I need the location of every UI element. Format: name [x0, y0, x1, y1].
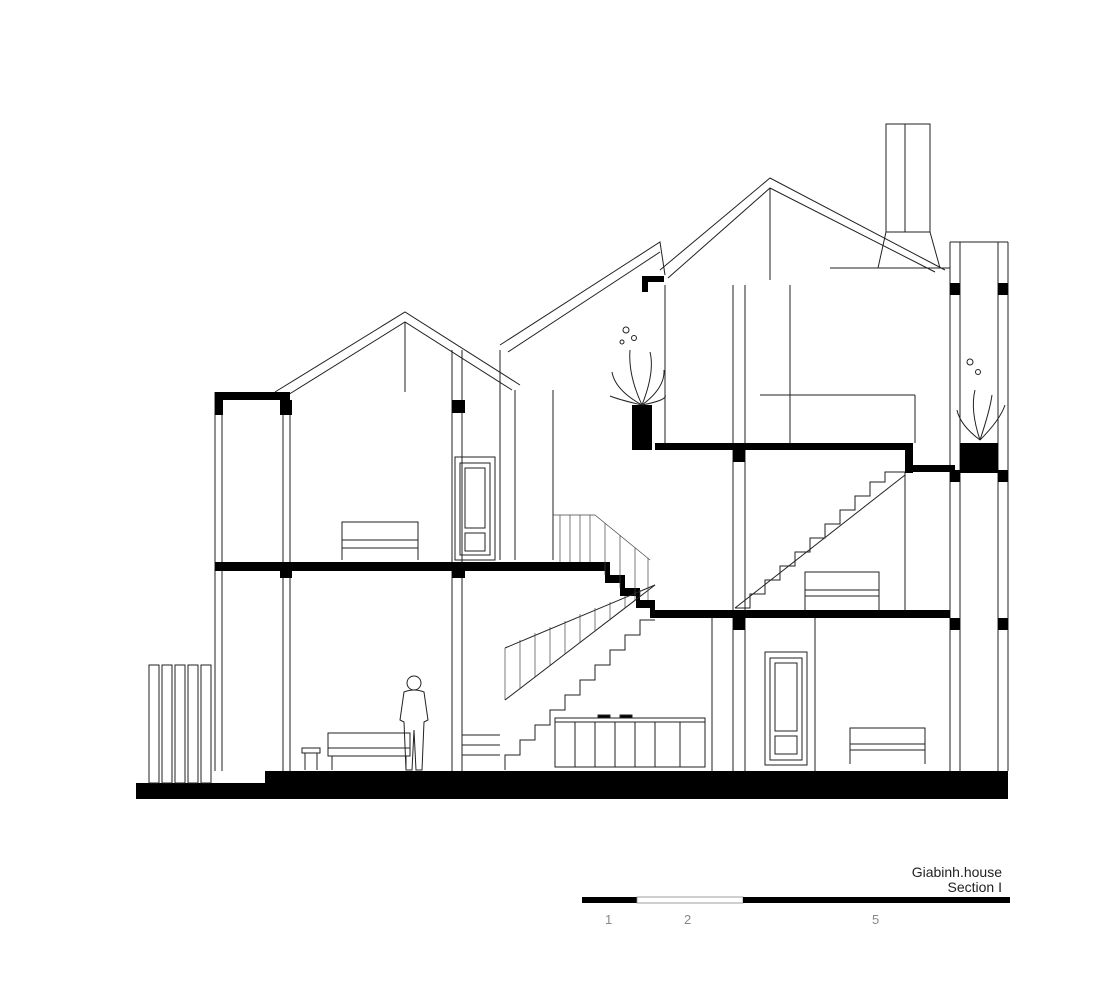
scale-label-5: 5 — [872, 912, 880, 927]
stair-upper-right — [734, 471, 906, 609]
bench-middle-right — [804, 571, 880, 610]
stair-lower — [462, 584, 656, 770]
plant-left — [609, 326, 666, 450]
drawing-title: Giabinh.house — [911, 864, 1002, 880]
scale-label-2: 2 — [684, 912, 692, 927]
bench-upper-left — [341, 521, 419, 560]
door-lower — [764, 651, 808, 766]
chimney — [877, 123, 941, 269]
floor-slabs — [215, 276, 955, 618]
walls — [214, 241, 1009, 771]
door-upper — [454, 456, 496, 561]
kitchen-counter — [554, 714, 706, 768]
drawing-subtitle: Section I — [947, 879, 1002, 895]
person-silhouette — [399, 675, 429, 771]
roof-left — [274, 311, 521, 399]
roof-main — [499, 177, 950, 353]
scale-bar — [582, 896, 1010, 904]
stair-railing-lower — [504, 590, 641, 700]
plant-right — [956, 358, 1006, 473]
scale-label-1: 1 — [605, 912, 613, 927]
sofa — [301, 732, 411, 770]
bench-lower-right — [849, 727, 926, 764]
stair-railing-upper — [553, 514, 651, 600]
ground-slab — [136, 771, 1008, 799]
columns — [280, 283, 1008, 630]
fence — [148, 664, 212, 784]
